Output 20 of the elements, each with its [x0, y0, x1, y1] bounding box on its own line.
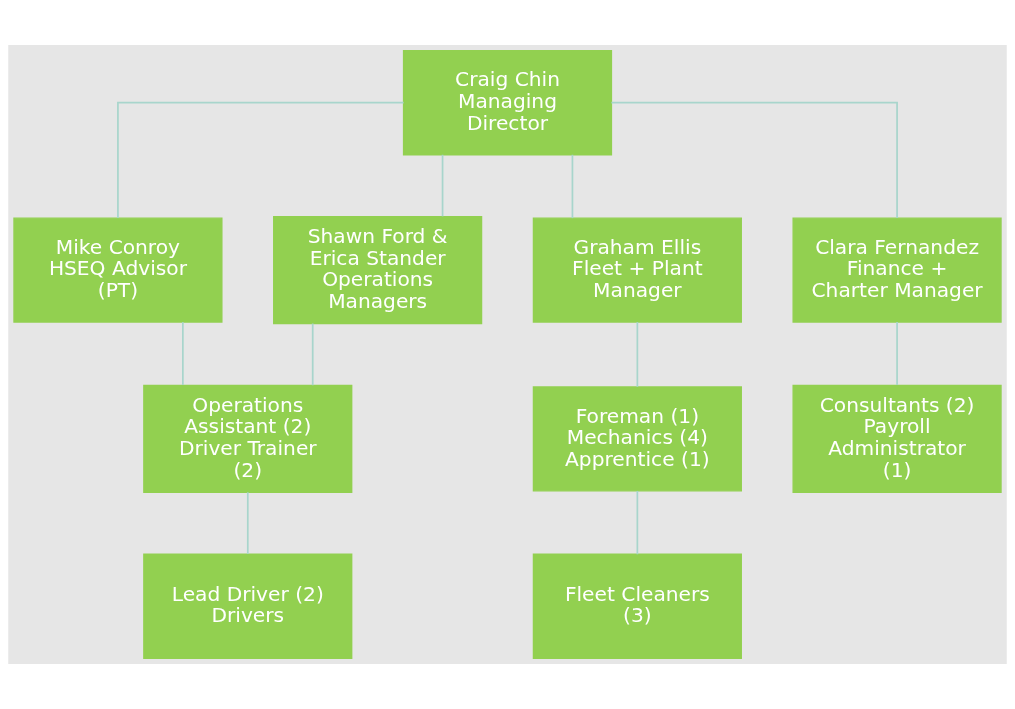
- node-box: Shawn Ford & Erica Stander Operations Managers: [273, 216, 483, 325]
- connector: [311, 322, 314, 387]
- connector: [610, 101, 898, 219]
- node-box: Consultants (2) Payroll Administrator (1): [792, 384, 1002, 494]
- connector: [117, 101, 405, 219]
- node-box: Craig Chin Managing Director: [402, 50, 613, 156]
- node-box: Foreman (1) Mechanics (4) Apprentice (1): [532, 386, 742, 492]
- node-box: Fleet Cleaners (3): [532, 553, 742, 659]
- node-box: Mike Conroy HSEQ Advisor (PT): [13, 217, 223, 323]
- connector: [896, 321, 898, 386]
- connector: [636, 490, 639, 556]
- node-box: Operations Assistant (2) Driver Trainer (2): [143, 384, 353, 494]
- connector: [182, 321, 184, 386]
- node-box: Graham Ellis Fleet + Plant Manager: [532, 217, 742, 323]
- node-box: Lead Driver (2) Drivers: [143, 553, 353, 659]
- connector: [571, 153, 574, 219]
- node-box: Clara Fernandez Finance + Charter Manager: [792, 217, 1002, 323]
- connector: [441, 153, 444, 218]
- connector: [636, 321, 639, 388]
- connector: [246, 491, 249, 555]
